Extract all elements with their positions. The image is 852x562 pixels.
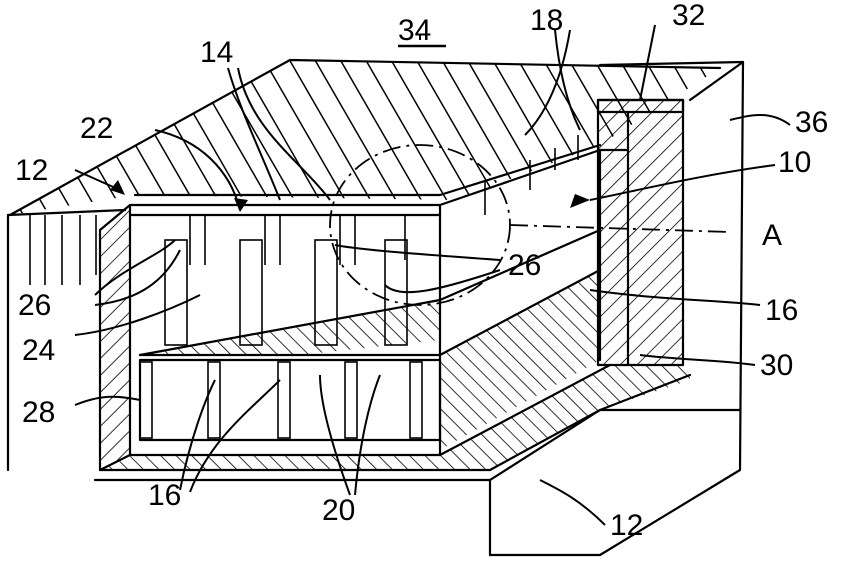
label-32: 32 bbox=[672, 0, 705, 32]
right-wall bbox=[598, 100, 683, 365]
label-16-right: 16 bbox=[765, 294, 798, 327]
label-28: 28 bbox=[22, 396, 55, 429]
label-36: 36 bbox=[795, 106, 828, 139]
label-26-right: 26 bbox=[508, 249, 541, 282]
lower-cylinders bbox=[140, 360, 440, 440]
label-10: 10 bbox=[778, 146, 811, 179]
arrow-10 bbox=[570, 194, 590, 208]
label-18: 18 bbox=[530, 4, 563, 37]
label-12-bottom: 12 bbox=[610, 509, 643, 542]
label-24: 24 bbox=[22, 334, 55, 367]
label-34: 34 bbox=[398, 14, 431, 47]
label-22: 22 bbox=[80, 112, 113, 145]
label-14: 14 bbox=[200, 36, 233, 69]
label-26-left: 26 bbox=[18, 289, 51, 322]
label-12-top: 12 bbox=[15, 154, 48, 187]
label-16-bottom: 16 bbox=[148, 479, 181, 512]
label-30: 30 bbox=[760, 349, 793, 382]
left-side-wall bbox=[100, 205, 130, 470]
label-a: A bbox=[762, 219, 782, 252]
label-20: 20 bbox=[322, 494, 355, 527]
